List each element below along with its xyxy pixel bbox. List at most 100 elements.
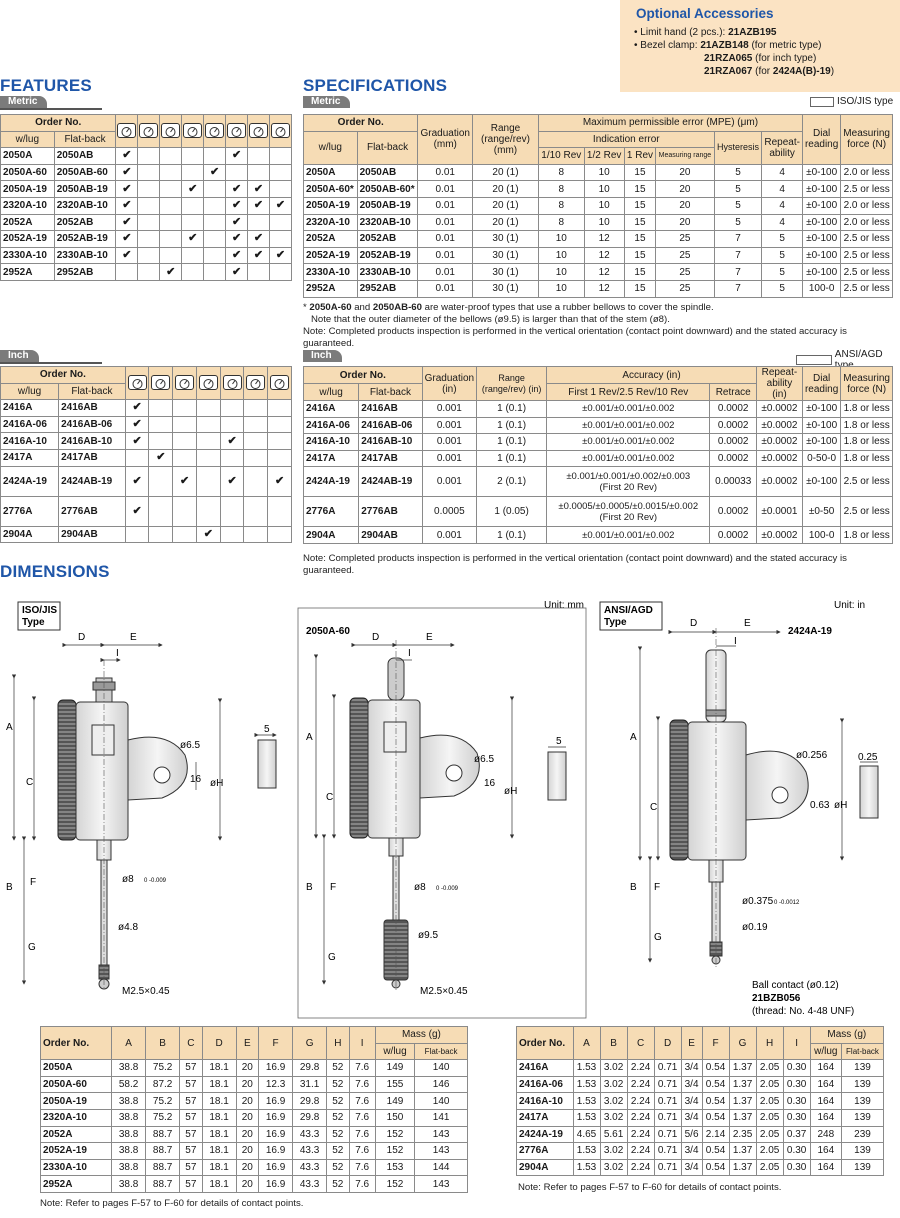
mass-header: Mass (g) <box>809 1026 885 1044</box>
range-cell: 1 (0.1) <box>476 416 548 435</box>
feature-check: ✔ <box>124 415 150 434</box>
iso-dim-b: B <box>6 882 13 893</box>
accessory-bezel-close: ) <box>830 66 835 77</box>
feature-check <box>159 246 183 265</box>
dim-cell: 1.53 <box>572 1059 601 1077</box>
accuracy-cell: ±0.001/±0.001/±0.002 <box>546 449 711 468</box>
feature-check: ✔ <box>225 246 249 265</box>
feature-check <box>195 465 221 497</box>
dim-cell: 57 <box>179 1142 203 1160</box>
flatback-header: Flat-back <box>53 130 117 149</box>
spec-cell: ±0.0002 <box>755 466 803 498</box>
unit-mm: Unit: mm <box>544 600 584 611</box>
dim-cell: 2416A <box>516 1059 574 1077</box>
iso-dim-stem: ø8 <box>122 874 134 885</box>
feature-check <box>148 399 174 417</box>
spec-cell: 15 <box>623 196 657 215</box>
feature-check <box>267 525 292 544</box>
wp-dim-hole: ø6.5 <box>474 754 494 765</box>
dim-cell: 143 <box>414 1175 468 1193</box>
order-wlug: 2052A <box>0 213 55 232</box>
feature-check <box>267 399 292 417</box>
spec-cell: 5 <box>761 279 803 298</box>
dial-icon <box>117 122 137 138</box>
order-wlug: 2416A-06 <box>0 415 60 434</box>
spec-cell: 15 <box>623 163 657 182</box>
iso-dim-stem-tol: 0 -0.009 <box>144 878 167 884</box>
dim-cell: 164 <box>809 1108 842 1127</box>
dim-cell: 0.54 <box>701 1142 730 1160</box>
spec-cell: 4 <box>761 163 803 182</box>
spec-cell: 8 <box>537 196 585 215</box>
feature-check <box>195 415 221 434</box>
spec-cell: ±0-100 <box>801 466 842 498</box>
order-flatback: 2050AB-60 <box>53 163 117 182</box>
spec-cell: 2952AB <box>356 279 419 298</box>
range-cell: 1 (0.1) <box>476 400 548 418</box>
dial-header: Dial reading <box>801 366 842 401</box>
spec-cell: 0.0002 <box>709 400 757 418</box>
dim-cell: 52 <box>326 1075 350 1094</box>
spec-cell: 4 <box>761 180 803 198</box>
feature-check: ✔ <box>267 465 292 497</box>
order-no-header: Order No. <box>39 1025 113 1061</box>
accuracy-value: ±0.001/±0.001/±0.002/±0.003 <box>566 470 691 482</box>
spec-cell: ±0-100 <box>801 180 842 198</box>
dim-cell: 152 <box>374 1125 416 1144</box>
dim-cell: 38.8 <box>111 1108 147 1127</box>
dim-cell: 143 <box>414 1142 468 1160</box>
dim-cell: 5/6 <box>680 1125 703 1144</box>
feature-check: ✔ <box>219 432 245 450</box>
order-flatback: 2320AB-10 <box>53 196 117 215</box>
dim-col-header: C <box>626 1025 655 1061</box>
feature-check <box>243 495 269 527</box>
spec-cell: 100-0 <box>801 526 842 544</box>
note-model-b: 2050AB-60 <box>372 302 422 313</box>
order-no-header: Order No. <box>303 366 423 384</box>
feature-check <box>172 432 197 450</box>
dim-metric-note: Note: Refer to pages F-57 to F-60 for de… <box>40 1198 304 1209</box>
accessory-bezel-2424-note: (for <box>752 66 773 77</box>
ansi-dim-stem: ø0.375 <box>742 896 774 907</box>
order-flatback: 2416AB <box>358 400 423 418</box>
iso-swatch <box>810 96 834 107</box>
dim-cell: 0.30 <box>782 1059 811 1077</box>
features-heading: FEATURES <box>0 76 92 95</box>
jewel-icon <box>222 374 242 390</box>
waterproof-drawing-box <box>297 607 587 1019</box>
feature-check: ✔ <box>225 196 249 215</box>
dim-cell: 2776A <box>516 1142 574 1160</box>
dim-cell: 20 <box>235 1175 260 1193</box>
note-model-a: 2050A-60 <box>309 302 352 313</box>
dim-cell: 2050A-19 <box>39 1092 113 1110</box>
dim-cell: 152 <box>374 1175 416 1193</box>
accuracy-note: (First 20 Rev) <box>599 511 658 523</box>
dim-cell: 12.3 <box>258 1075 294 1094</box>
feature-check: ✔ <box>219 465 245 497</box>
force-header: Measuring force (N) <box>840 366 893 401</box>
spec-cell: 0.0002 <box>709 526 757 544</box>
feature-col-2 <box>159 113 183 149</box>
spec-cell: 7 <box>713 263 763 281</box>
dim-cell: 0.54 <box>701 1158 730 1177</box>
dim-col-header: B <box>599 1025 628 1061</box>
flatback-header: Flat-back <box>414 1042 468 1061</box>
dim-cell: 75.2 <box>145 1092 181 1110</box>
dim-cell: 57 <box>179 1059 203 1077</box>
dim-col-header: G <box>728 1025 757 1061</box>
dim-cell: 3/4 <box>680 1142 703 1160</box>
waterproof-gauge-drawing <box>313 640 567 990</box>
feature-check <box>124 448 150 467</box>
dim-cell: 18.1 <box>201 1158 237 1177</box>
range-cell: 2 (0.1) <box>476 466 548 498</box>
spec-cell: 2.5 or less <box>840 279 893 298</box>
spec-cell: 5 <box>761 230 803 248</box>
feature-col-3 <box>195 365 221 401</box>
feature-check: ✔ <box>115 196 139 215</box>
feature-check: ✔ <box>225 263 249 281</box>
